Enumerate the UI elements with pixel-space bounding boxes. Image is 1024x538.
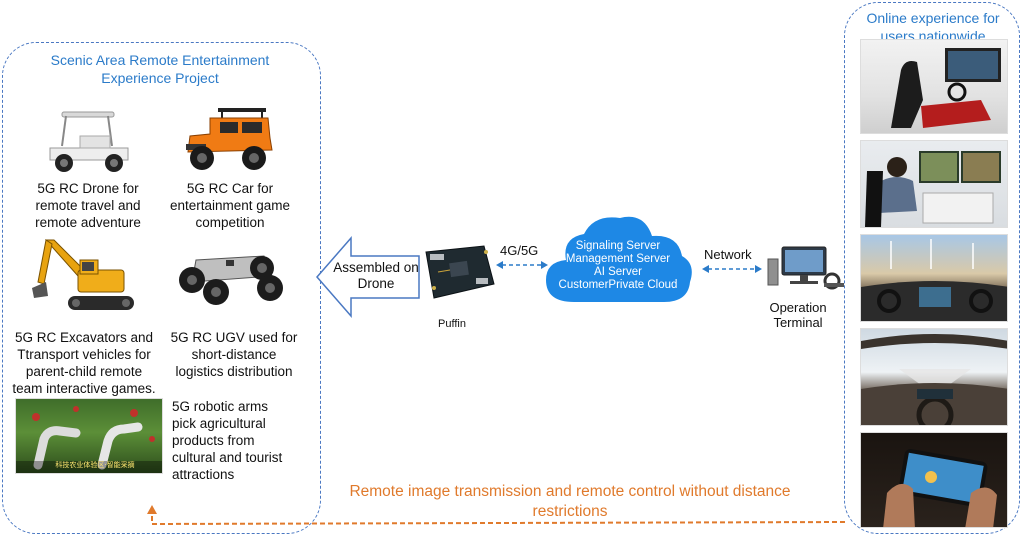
rc-car-image — [180, 104, 275, 176]
caption-line: team interactive games. — [12, 381, 156, 396]
snow-cockpit-photo — [860, 328, 1008, 426]
caption-line: remote travel and — [35, 198, 141, 213]
caption-line: parent-child remote — [25, 364, 143, 379]
racing-simulator-photo — [860, 39, 1008, 134]
caption-line: 5G RC UGV used for — [170, 330, 298, 345]
ugv-image — [176, 246, 286, 308]
robot-arm-photo: 科技农业体验区·智能采摘 — [15, 398, 163, 474]
bottom-caption-line2: restrictions — [532, 503, 608, 520]
robot-arm-overlay-text: 科技农业体验区·智能采摘 — [55, 461, 135, 469]
golf-cart-image — [40, 108, 135, 176]
cloud-shape — [540, 210, 696, 310]
operator-console-photo — [860, 140, 1008, 228]
caption-line: 5G RC Excavators and — [14, 330, 154, 345]
caption-line: pick agricultural — [172, 416, 266, 431]
terminal-label-line1: Operation — [769, 300, 827, 315]
operation-terminal-icon — [766, 243, 846, 293]
ugv-caption: 5G RC UGV used for short-distance logist… — [164, 329, 304, 380]
link-4g5g-label: 4G/5G — [500, 243, 539, 258]
link-4g5g-arrow — [496, 261, 548, 269]
left-group-title: Scenic Area Remote Entertainment Experie… — [10, 51, 310, 87]
operation-terminal-label: Operation Terminal — [758, 300, 838, 330]
left-group-title-line1: Scenic Area Remote Entertainment — [50, 52, 270, 68]
assembled-arrow: Assembled on Drone — [315, 236, 421, 318]
cloud-line-management: Management Server — [565, 253, 671, 265]
drone-caption: 5G RC Drone for remote travel and remote… — [18, 180, 158, 231]
caption-line: 5G robotic arms — [172, 399, 269, 414]
excavator-caption: 5G RC Excavators and Ttransport vehicles… — [4, 329, 164, 397]
cloud-text: Signaling Server Management Server AI Se… — [548, 240, 688, 292]
left-group-box — [2, 42, 321, 534]
caption-line: cultural and tourist — [172, 450, 283, 465]
puffin-board-image — [420, 244, 498, 300]
phone-gaming-photo — [860, 432, 1008, 528]
puffin-label: Puffin — [438, 318, 466, 330]
caption-line: attractions — [172, 467, 235, 482]
caption-line: 5G RC Car for — [186, 181, 274, 196]
caption-line: Ttransport vehicles for — [17, 347, 151, 362]
network-arrow — [702, 265, 762, 273]
caption-line: 5G RC Drone for — [37, 181, 139, 196]
caption-line: competition — [195, 215, 265, 230]
assembled-label-line2: Drone — [357, 276, 395, 291]
truck-dashboard-photo — [860, 234, 1008, 322]
assembled-label-line1: Assembled on — [333, 260, 419, 275]
caption-line: entertainment game — [169, 198, 291, 213]
cloud-line-ai: AI Server — [594, 266, 642, 278]
caption-line: short-distance — [191, 347, 277, 362]
caption-line: products from — [172, 433, 255, 448]
cloud-line-signaling: Signaling Server — [575, 240, 661, 252]
caption-line: remote adventure — [35, 215, 141, 230]
bottom-caption: Remote image transmission and remote con… — [320, 482, 820, 522]
left-group-title-line2: Experience Project — [101, 70, 219, 86]
rc-car-caption: 5G RC Car for entertainment game competi… — [165, 180, 295, 231]
terminal-label-line2: Terminal — [773, 315, 823, 330]
network-label: Network — [704, 247, 752, 262]
cloud-line-private: CustomerPrivate Cloud — [558, 279, 678, 291]
robot-arm-caption: 5G robotic arms pick agricultural produc… — [172, 398, 312, 483]
right-group-title-line1: Online experience for — [866, 10, 1000, 26]
bottom-caption-line1: Remote image transmission and remote con… — [349, 483, 791, 500]
right-group-box — [844, 2, 1020, 534]
caption-line: logistics distribution — [175, 364, 293, 379]
excavator-image — [28, 236, 140, 318]
